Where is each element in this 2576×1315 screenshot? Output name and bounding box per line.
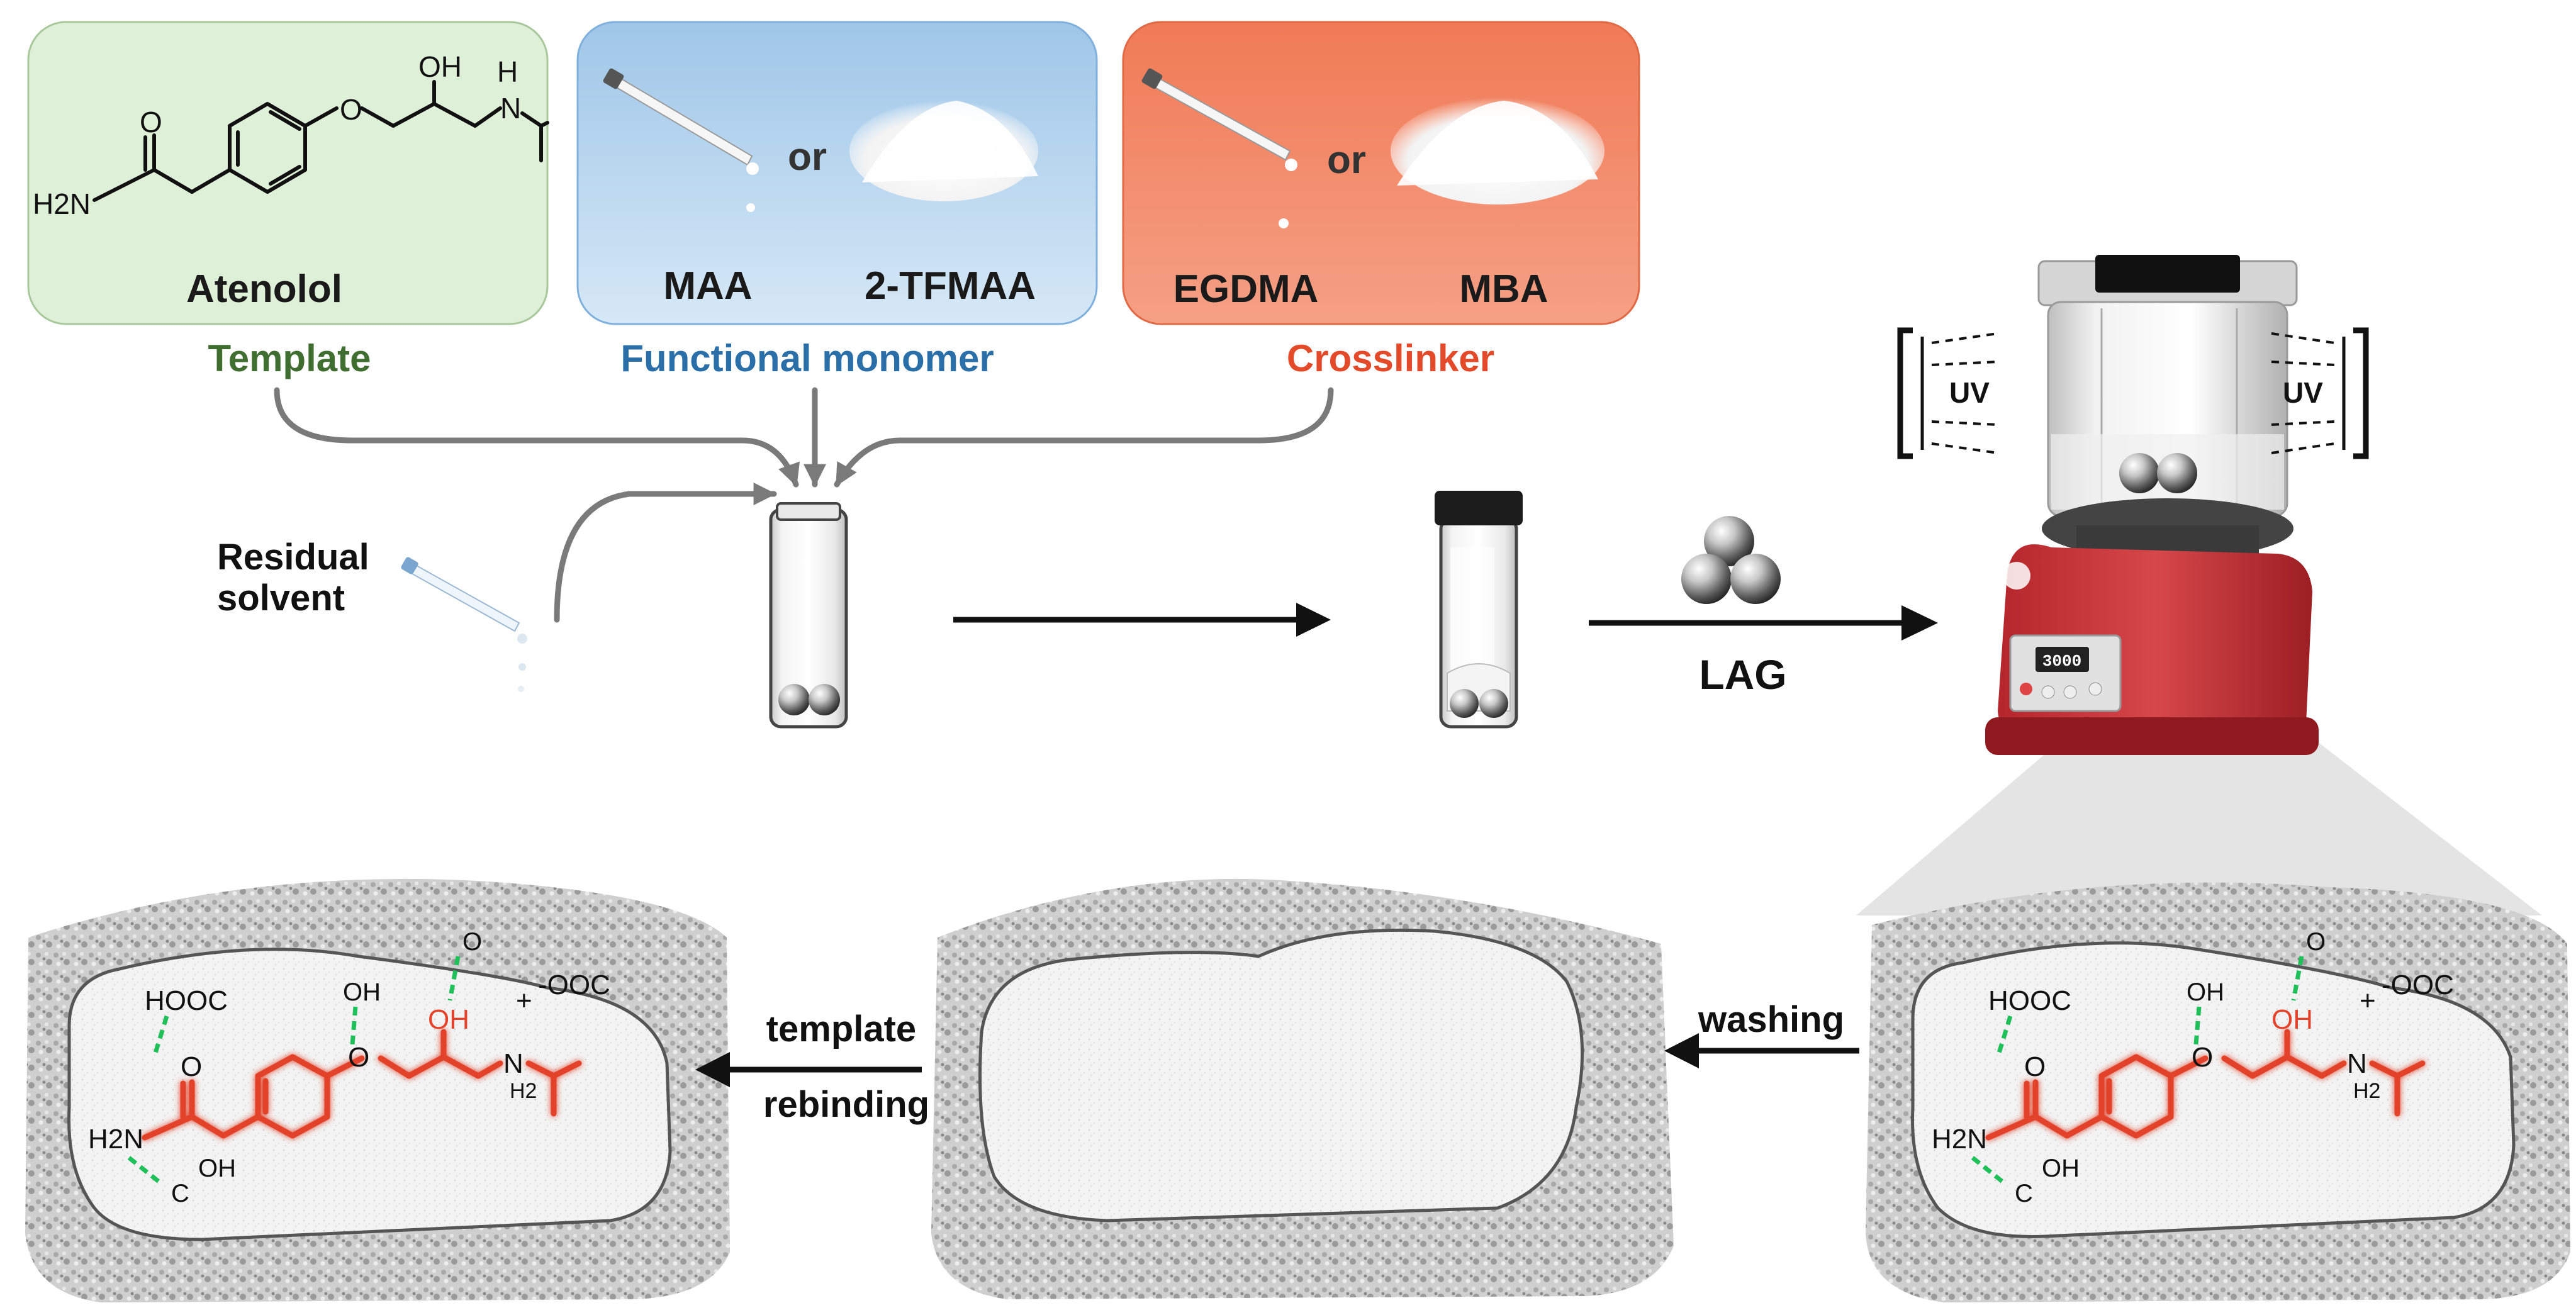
egdma-label: EGDMA [1173, 267, 1319, 311]
right-ooc-label: -OOC [2382, 970, 2454, 1000]
lag-label: LAG [1699, 651, 1786, 698]
rebound-template-structure [142, 1029, 582, 1141]
washing-arrow [1664, 1033, 1859, 1068]
imprinted-polymer-panel [1866, 882, 2570, 1302]
crosslinker-role-label: Crosslinker [1287, 337, 1494, 379]
right-o-carbonyl-label: O [2024, 1051, 2046, 1082]
residual-label-line2: solvent [217, 578, 345, 618]
residual-label-line1: Residual [217, 537, 369, 578]
atenolol-h-label: H [497, 55, 518, 88]
template-box: OH O H N O H2N Atenolol [27, 21, 549, 325]
solvent-arrow [554, 483, 777, 623]
empty-cavity-panel [931, 878, 1674, 1299]
left-oh-bottom-label: OH [198, 1155, 236, 1182]
crosslinker-or-label: or [1327, 138, 1366, 182]
atenolol-h2n-label: H2N [33, 187, 91, 220]
left-ooc-label: -OOC [538, 970, 610, 1000]
uv-left-indicator: UV [1897, 327, 1998, 459]
rebound-polymer-panel [25, 878, 730, 1302]
uv-right-indicator: UV [2271, 327, 2369, 459]
powder-icon [849, 101, 1038, 201]
ball-pile-icon [1681, 516, 1781, 604]
rebinding-line1: template [766, 1009, 917, 1049]
pipette-icon [1141, 68, 1297, 228]
right-ho-label: OH [2187, 978, 2224, 1006]
atenolol-o-carbonyl-label: O [140, 106, 162, 138]
uv-right-label: UV [2283, 376, 2323, 409]
left-o-ether-label: O [348, 1042, 369, 1073]
right-h2-label: H2 [2353, 1079, 2380, 1103]
template-rebinding-label: template rebinding [763, 1009, 929, 1125]
powder-icon [1391, 98, 1604, 204]
template-role-label: Template [208, 337, 371, 379]
right-oh-bottom-label: OH [2042, 1155, 2080, 1182]
tfmaa-label: 2-TFMAA [865, 264, 1036, 308]
monomer-role-label: Functional monomer [620, 337, 994, 379]
rebinding-line2: rebinding [763, 1084, 929, 1125]
washing-label: washing [1698, 999, 1844, 1040]
open-vial-icon [769, 502, 848, 729]
ball-mill-icon: 3000 [1856, 255, 2542, 915]
left-o-top-label: O [462, 928, 482, 956]
right-cavity-chemistry: HOOC O O H2N OH N H2 + -OOC OH O C OH [1932, 928, 2454, 1207]
right-o-ether-label: O [2192, 1042, 2213, 1073]
crosslinker-box: or EGDMA MBA [1122, 21, 1640, 325]
right-o-top-label: O [2306, 928, 2326, 956]
right-plus-label: + [2360, 985, 2376, 1016]
left-ho-label: OH [343, 978, 381, 1006]
maa-label: MAA [663, 264, 752, 308]
lag-arrow [1589, 605, 1938, 641]
left-oh-top-label: OH [428, 1004, 469, 1035]
left-cavity-chemistry: HOOC O O H2N OH N H2 + -OOC OH O C OH [88, 928, 610, 1207]
atenolol-o-ether-label: O [340, 93, 362, 126]
converging-arrows [274, 387, 1334, 623]
mill-display-readout: 3000 [2042, 652, 2081, 671]
template-arrow [274, 387, 800, 488]
residual-solvent-label: Residual solvent [217, 537, 379, 618]
left-o-carbonyl-label: O [181, 1051, 202, 1082]
monomer-or-label: or [788, 135, 827, 179]
rebinding-arrow [695, 1052, 922, 1087]
right-hydrogen-bonds [1971, 956, 2304, 1185]
imprinted-template-structure [1985, 1029, 2426, 1141]
right-c-label: C [2015, 1180, 2033, 1207]
atenolol-structure [92, 80, 549, 202]
left-hydrogen-bonds [127, 956, 461, 1185]
left-c-label: C [171, 1180, 189, 1207]
left-h2-label: H2 [510, 1079, 537, 1103]
right-hooc-label: HOOC [1988, 985, 2071, 1016]
mba-label: MBA [1459, 267, 1548, 311]
atenolol-oh-label: OH [418, 50, 462, 83]
right-oh-top-label: OH [2271, 1004, 2313, 1035]
atenolol-n-label: N [500, 92, 521, 125]
pipette-icon [603, 68, 759, 212]
left-hooc-label: HOOC [145, 985, 228, 1016]
functional-monomer-box: or MAA 2-TFMAA [576, 21, 1098, 325]
right-h2n-label: H2N [1932, 1124, 1987, 1155]
right-n-label: N [2347, 1048, 2367, 1079]
left-h2n-label: H2N [88, 1124, 143, 1155]
left-n-label: N [503, 1048, 524, 1079]
solvent-pipette-icon [401, 557, 527, 692]
crosslinker-arrow [834, 387, 1334, 488]
capped-vial-icon [1435, 491, 1523, 729]
atenolol-label: Atenolol [186, 267, 342, 311]
left-plus-label: + [516, 985, 532, 1016]
arrow-to-capped-vial [953, 603, 1331, 637]
uv-left-label: UV [1949, 376, 1990, 409]
